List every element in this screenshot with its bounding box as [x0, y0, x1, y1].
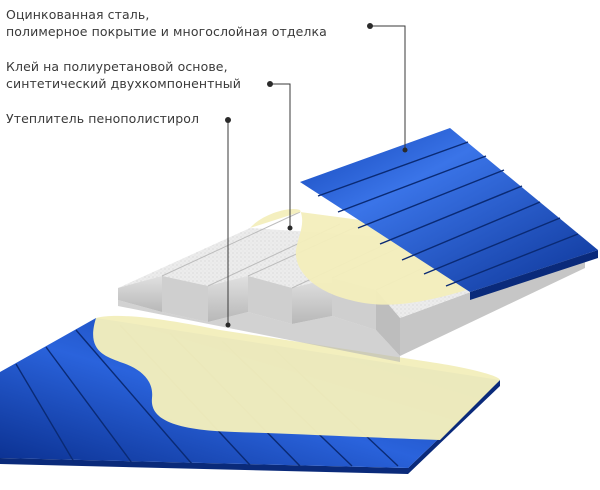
- bottom-sheet-edge: [0, 380, 500, 474]
- leader-lines: [227, 25, 406, 325]
- label-polyurethane-glue: Клей на полиуретановой основе, синтетиче…: [6, 58, 241, 92]
- label-glue-line1: Клей на полиуретановой основе,: [6, 59, 228, 74]
- leader-steel-end-dot: [402, 147, 408, 153]
- leader-steel-dot: [367, 23, 373, 29]
- leader-insulation-end-dot: [225, 322, 231, 328]
- glue-layer-bottom: [93, 315, 501, 440]
- top-steel-sheet: [300, 128, 598, 300]
- foam-bars: [118, 276, 400, 362]
- leader-glue-dot: [267, 81, 273, 87]
- top-sheet-ribs: [317, 141, 579, 287]
- leader-steel: [370, 25, 406, 150]
- leader-glue-end-dot: [287, 225, 293, 231]
- label-steel-line1: Оцинкованная сталь,: [6, 7, 150, 22]
- leader-glue: [270, 83, 291, 228]
- leader-dots: [225, 23, 408, 328]
- top-sheet-surface: [300, 128, 598, 292]
- leader-insulation-dot: [225, 117, 231, 123]
- label-galvanized-steel: Оцинкованная сталь, полимерное покрытие …: [6, 6, 327, 40]
- top-sheet-edge: [470, 250, 598, 300]
- label-foam-insulation: Утеплитель пенополистирол: [6, 110, 199, 127]
- label-steel-line2: полимерное покрытие и многослойная отдел…: [6, 24, 327, 39]
- label-insulation-line1: Утеплитель пенополистирол: [6, 111, 200, 126]
- label-glue-line2: синтетический двухкомпонентный: [6, 76, 242, 91]
